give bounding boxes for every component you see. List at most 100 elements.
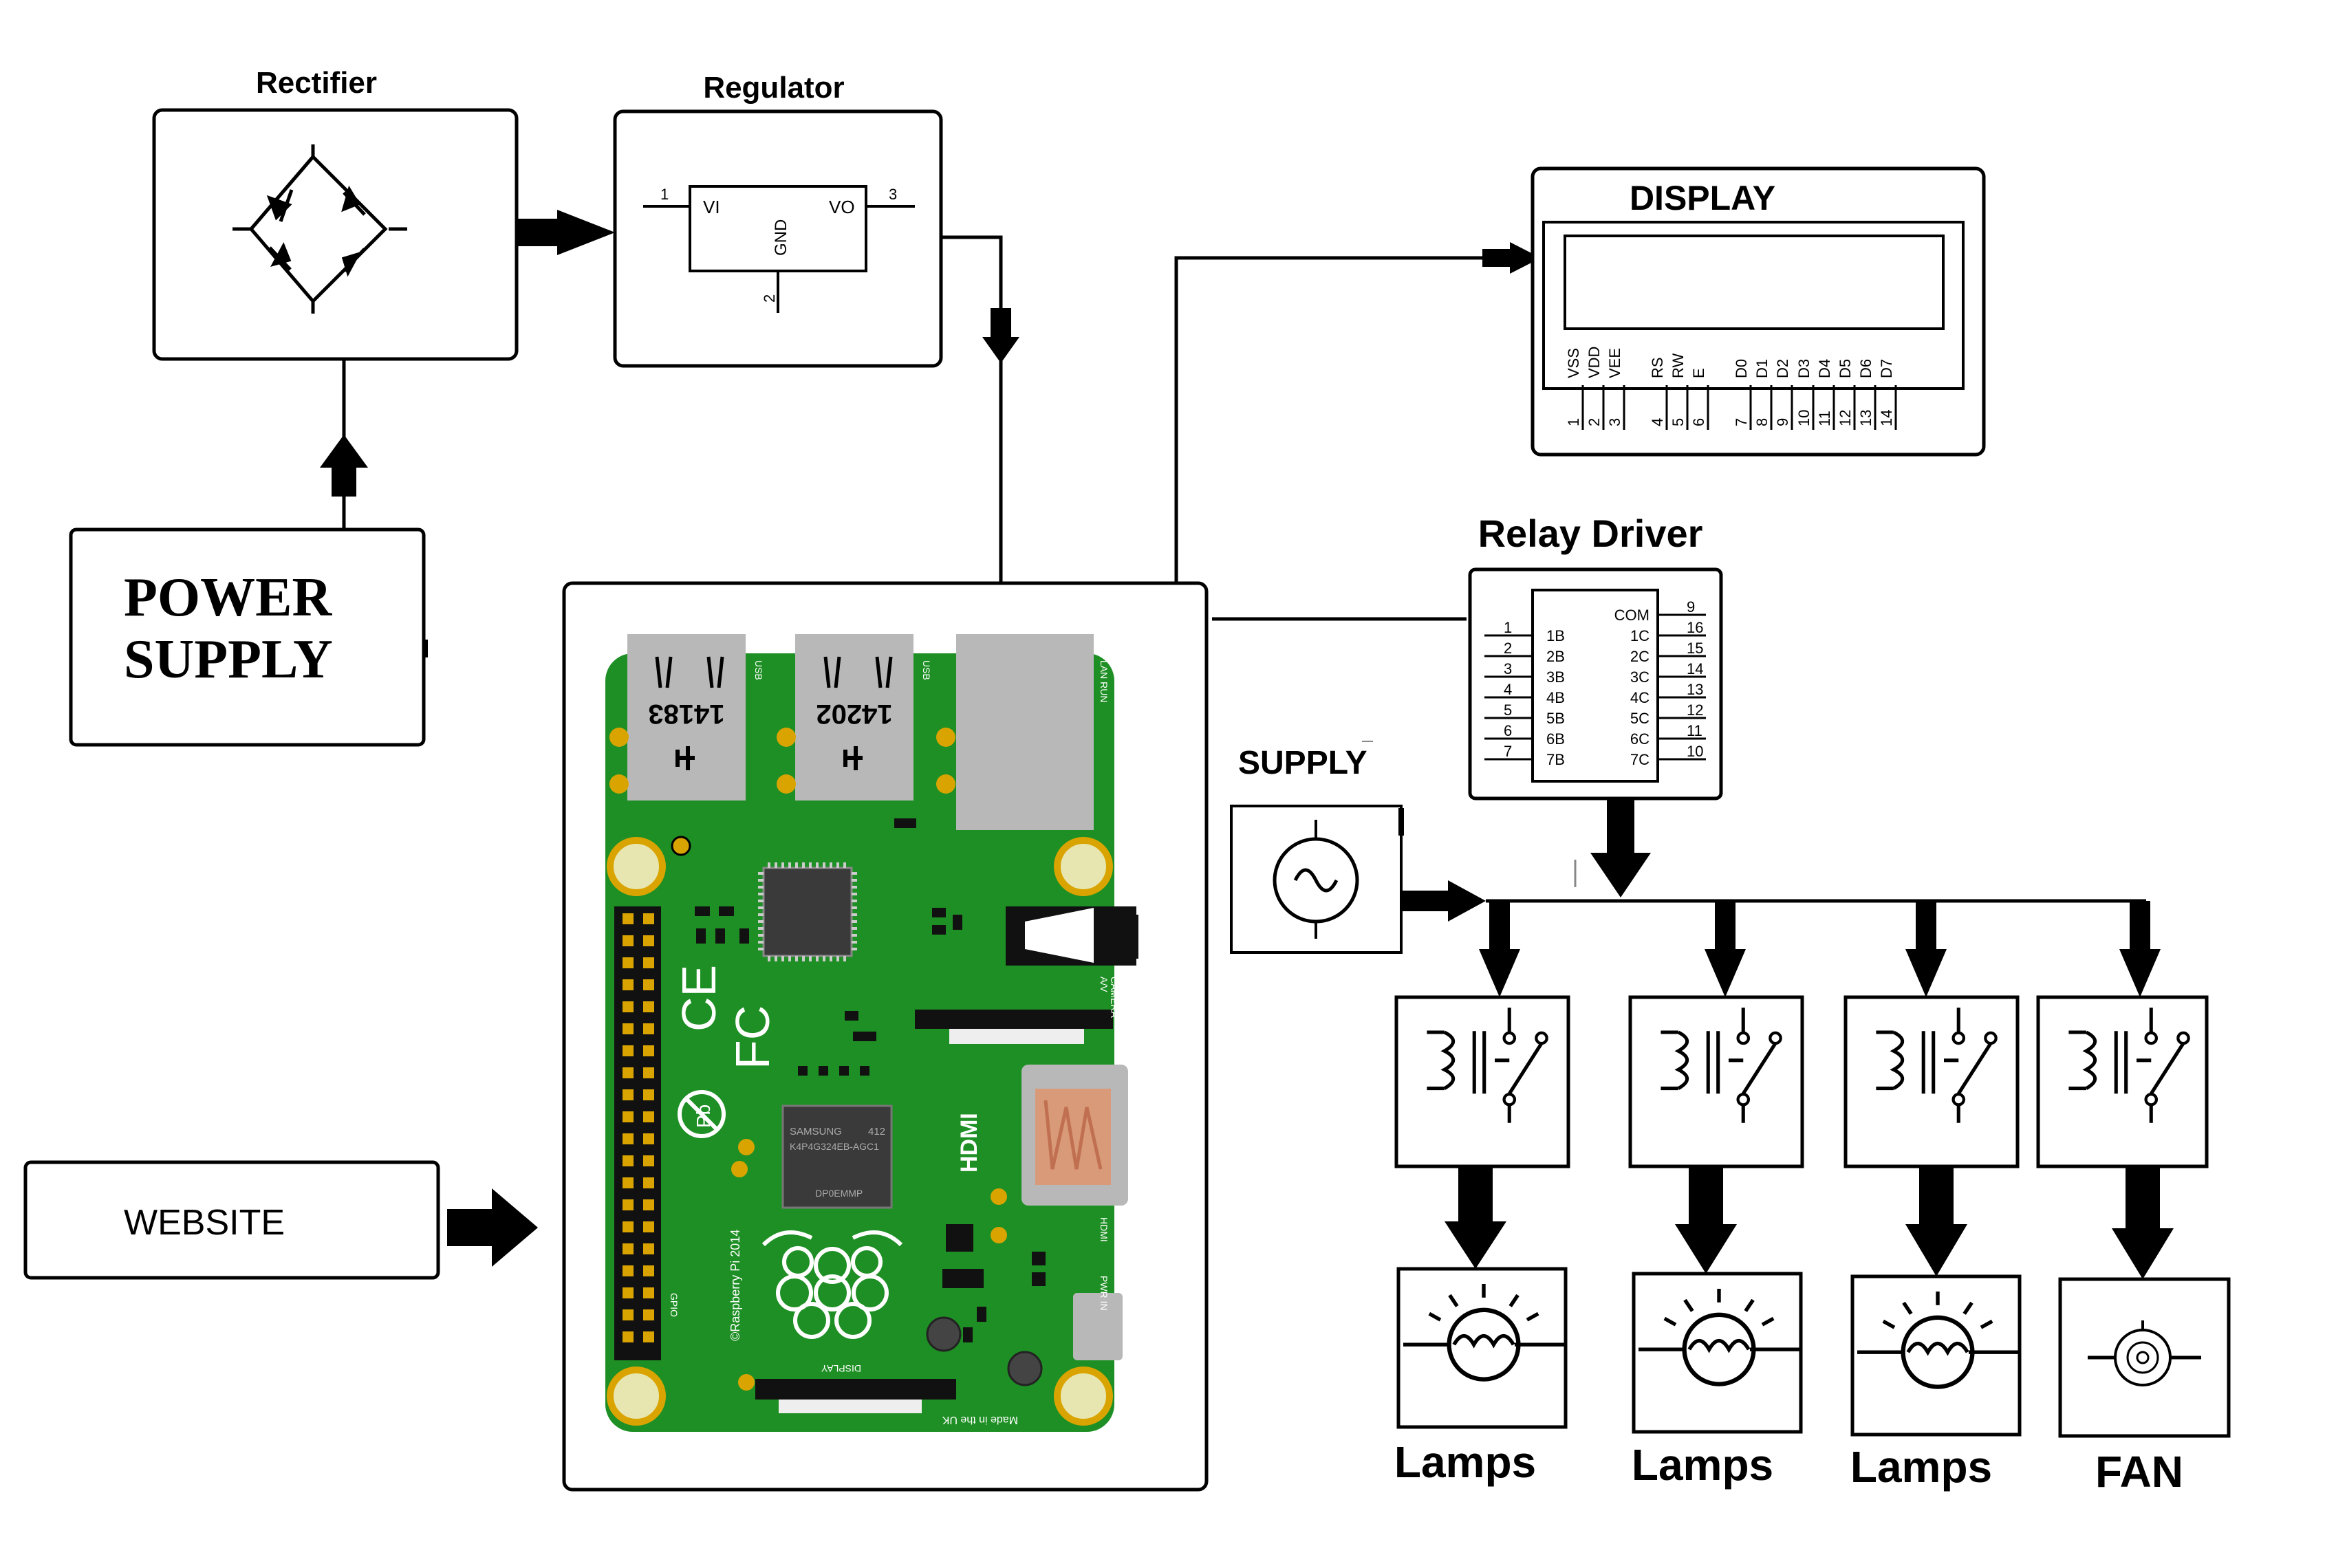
driver-pin-number: 2 [1504, 640, 1512, 657]
gpio-pin [623, 1309, 634, 1320]
pin-label: 2 [761, 294, 778, 303]
gpio-pin [643, 1045, 654, 1056]
driver-pin-number: 10 [1687, 743, 1703, 760]
gpio-pin [643, 1331, 654, 1342]
lan-tag: LAN RUN [1099, 660, 1110, 702]
chip-pin [781, 862, 784, 868]
pin-label: GND [772, 219, 790, 256]
arrow-up-icon [320, 435, 368, 497]
gpio-pin [623, 1243, 634, 1254]
supply-title: SUPPLY [1238, 745, 1367, 781]
usb-label: 14183 [648, 699, 724, 729]
relay-1 [1394, 995, 1570, 1168]
usb-port-1 [627, 634, 746, 801]
gpio-pin [643, 935, 654, 946]
gpio-pin [623, 935, 634, 946]
gpio-pin [623, 1155, 634, 1166]
raspberry-logo-icon [761, 1230, 903, 1339]
load-label-1: Lamps [1394, 1437, 1536, 1487]
ac-source-icon [1273, 820, 1359, 939]
driver-pin-name: COM [1614, 607, 1650, 624]
chip-pin [758, 906, 764, 909]
av-tag: A/V [1099, 977, 1110, 992]
chip-pin [768, 956, 770, 961]
chip-label: 412 [868, 1126, 885, 1137]
chip-pin [768, 862, 770, 868]
gpio-pin [623, 1089, 634, 1100]
chip-pin [758, 886, 764, 889]
raspberry-pi-board: 14183 14202 USB USB LAN RUN GPIO SAMSUNG… [605, 634, 1138, 1432]
chip-pin [843, 956, 846, 961]
gpio-pin [643, 1111, 654, 1122]
display-title: DISPLAY [1630, 179, 1775, 217]
chip-pin [836, 956, 839, 961]
chip-pin [758, 920, 764, 923]
usb-port-2 [795, 634, 913, 801]
chip-pin [758, 872, 764, 875]
gpio-pin [623, 1199, 634, 1210]
driver-pin-number: 15 [1687, 640, 1703, 657]
chip-pin [816, 956, 819, 961]
chip-pin [809, 956, 812, 961]
bridge-rectifier-icon [232, 144, 407, 314]
driver-pin-number: 12 [1687, 701, 1703, 719]
fan-icon [2088, 1320, 2201, 1386]
arrow-right-icon [1482, 242, 1541, 274]
lcd-pin-name: D2 [1774, 359, 1791, 378]
pin-label: VO [829, 197, 855, 217]
made-in-label: Made in the UK [942, 1414, 1018, 1426]
gpio-pin [643, 1089, 654, 1100]
driver-pin-number: 5 [1504, 701, 1512, 719]
pwr-tag: PWR IN [1099, 1276, 1110, 1311]
gpio-pin [623, 1221, 634, 1232]
driver-pin-number: 4 [1504, 681, 1512, 698]
gpio-pin [623, 1265, 634, 1276]
chip-pin [830, 956, 832, 961]
lcd-pin-number: 7 [1733, 418, 1750, 426]
relay-4 [2036, 995, 2209, 1168]
lcd-pin-number: 9 [1774, 418, 1791, 426]
display-tag: DISPLAY [821, 1363, 861, 1374]
lcd-pin-name: D5 [1837, 359, 1854, 378]
lcd-pin-name: VDD [1586, 347, 1603, 378]
lcd-pin-number: 4 [1649, 418, 1666, 426]
lcd-pin-number: 10 [1795, 410, 1813, 426]
camera-connector [915, 1010, 1113, 1029]
load-arrows [1445, 1166, 2174, 1279]
driver-pin-name: 5C [1630, 710, 1650, 727]
gpio-pin [643, 979, 654, 990]
chip-pin [852, 879, 857, 882]
lcd-pin-name: VEE [1606, 348, 1623, 378]
lcd-pin-number: 14 [1878, 410, 1895, 426]
gpio-pin [643, 1001, 654, 1012]
chip-pin [788, 956, 791, 961]
gpio-pin [623, 957, 634, 968]
relay-drop-arrows [1479, 901, 2161, 997]
gpio-pin [643, 1155, 654, 1166]
driver-pin-name: 2B [1546, 648, 1565, 665]
pin-label: 1 [660, 186, 669, 203]
chip-pin [795, 862, 798, 868]
chip-pin [852, 872, 857, 875]
relay-driver-title: Relay Driver [1478, 512, 1703, 555]
arrow-down-icon [1590, 798, 1651, 897]
driver-pin-name: 3C [1630, 668, 1650, 686]
fan [2058, 1277, 2231, 1438]
gpio-pin [623, 1133, 634, 1144]
chip-label: K4P4G324EB-AGC1 [790, 1141, 879, 1152]
driver-pin-name: 2C [1630, 648, 1650, 665]
driver-pin-name: 7C [1630, 751, 1650, 768]
chip-pin [852, 893, 857, 895]
driver-pin-number: 16 [1687, 619, 1703, 636]
gpio-pin [623, 1023, 634, 1034]
gpio-pin [623, 1045, 634, 1056]
chip-pin [795, 956, 798, 961]
power-in-port [1073, 1293, 1123, 1360]
chip-pin [852, 927, 857, 930]
gpio-pin [643, 1199, 654, 1210]
gpio-pin [623, 1177, 634, 1188]
arrow-down-icon [982, 308, 1019, 363]
gpio-pin [643, 1221, 654, 1232]
gpio-pin [623, 913, 634, 924]
